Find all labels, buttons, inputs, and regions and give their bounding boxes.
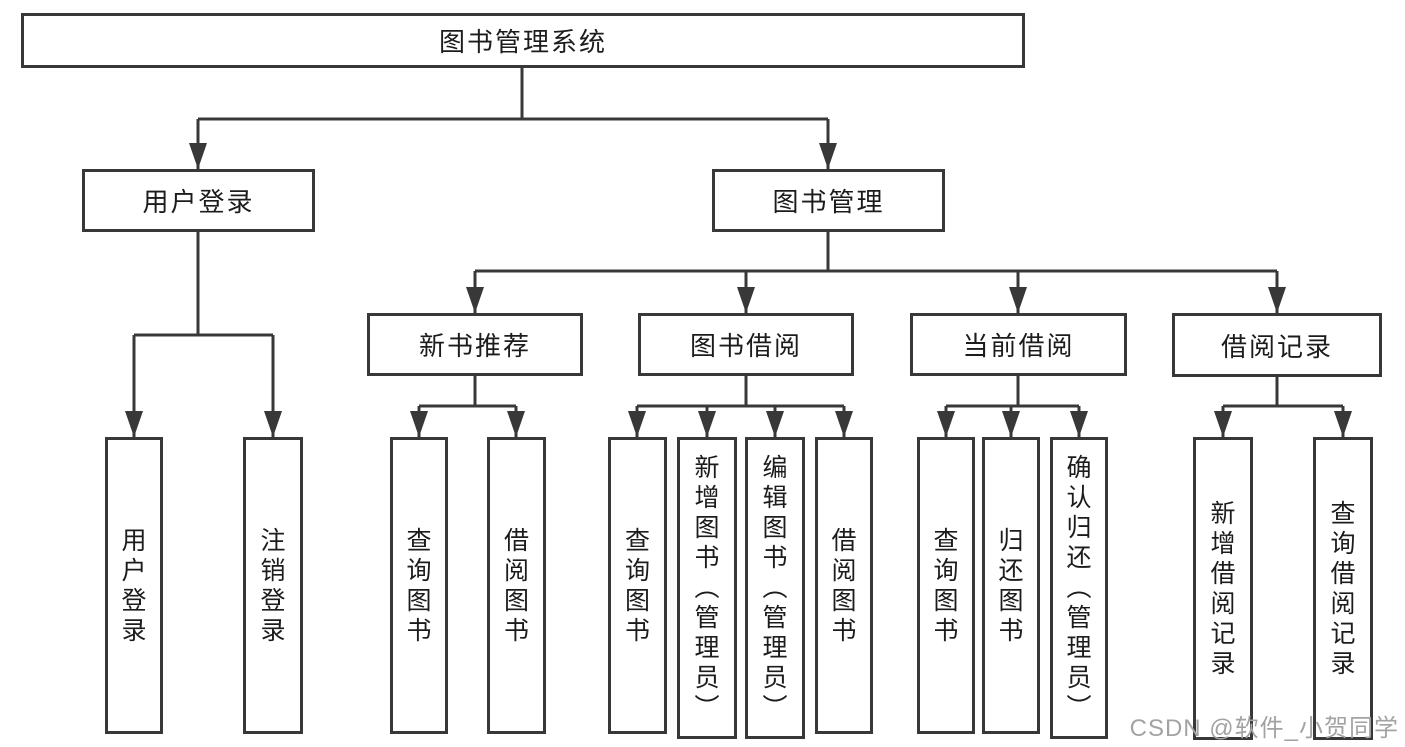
connector-book-management-level3 (473, 232, 1279, 313)
leaf-query-books: 查询图书 (608, 437, 667, 734)
node-book-borrowing: 图书借阅 (638, 313, 854, 376)
arrow-down-icon (189, 143, 207, 169)
leaf-add-books-admin: 新增图书︵管理员︶ (677, 437, 737, 739)
arrow-down-icon (1334, 411, 1352, 437)
node-new-book-recommend: 新书推荐 (367, 313, 583, 376)
arrow-down-icon (819, 143, 837, 169)
leaf-add-borrow-record: 新增借阅记录 (1193, 437, 1253, 740)
connector-user-login-leaves (132, 232, 275, 437)
node-book-management: 图书管理 (712, 169, 945, 232)
arrow-down-icon (766, 411, 784, 437)
arrow-down-icon (466, 287, 484, 313)
leaf-query-books: 查询图书 (390, 437, 448, 734)
arrow-down-icon (628, 411, 646, 437)
arrow-down-icon (264, 411, 282, 437)
arrow-down-icon (125, 411, 143, 437)
arrow-down-icon (937, 411, 955, 437)
leaf-borrow-books: 借阅图书 (815, 437, 873, 734)
arrow-down-icon (835, 411, 853, 437)
connector-new-book-leaves (417, 376, 518, 437)
arrow-down-icon (737, 287, 755, 313)
leaf-borrow-books: 借阅图书 (487, 437, 546, 734)
arrow-down-icon (1070, 411, 1088, 437)
arrow-down-icon (1009, 287, 1027, 313)
node-borrowing-records: 借阅记录 (1172, 313, 1382, 377)
arrow-down-icon (410, 411, 428, 437)
arrow-down-icon (1002, 411, 1020, 437)
leaf-return-books: 归还图书 (982, 437, 1040, 734)
node-user-login: 用户登录 (82, 169, 315, 232)
arrow-down-icon (1214, 411, 1232, 437)
leaf-query-borrow-record: 查询借阅记录 (1313, 437, 1373, 740)
arrow-down-icon (1268, 287, 1286, 313)
csdn-watermark: CSDN @软件_小贺同学 (1129, 715, 1399, 742)
leaf-edit-books-admin: 编辑图书︵管理员︶ (745, 437, 805, 739)
leaf-query-books: 查询图书 (917, 437, 975, 734)
node-library-management-system: 图书管理系统 (21, 13, 1025, 68)
node-current-borrowing: 当前借阅 (910, 313, 1127, 376)
arrow-down-icon (698, 411, 716, 437)
arrow-down-icon (507, 411, 525, 437)
connector-book-borrowing-leaves (635, 376, 846, 437)
connector-root-level2 (196, 68, 830, 169)
leaf-user-login: 用户登录 (105, 437, 163, 734)
leaf-confirm-return-admin: 确认归还︵管理员︶ (1050, 437, 1108, 739)
leaf-logout: 注销登录 (243, 437, 303, 734)
connector-borrowing-records-leaves (1221, 377, 1345, 437)
